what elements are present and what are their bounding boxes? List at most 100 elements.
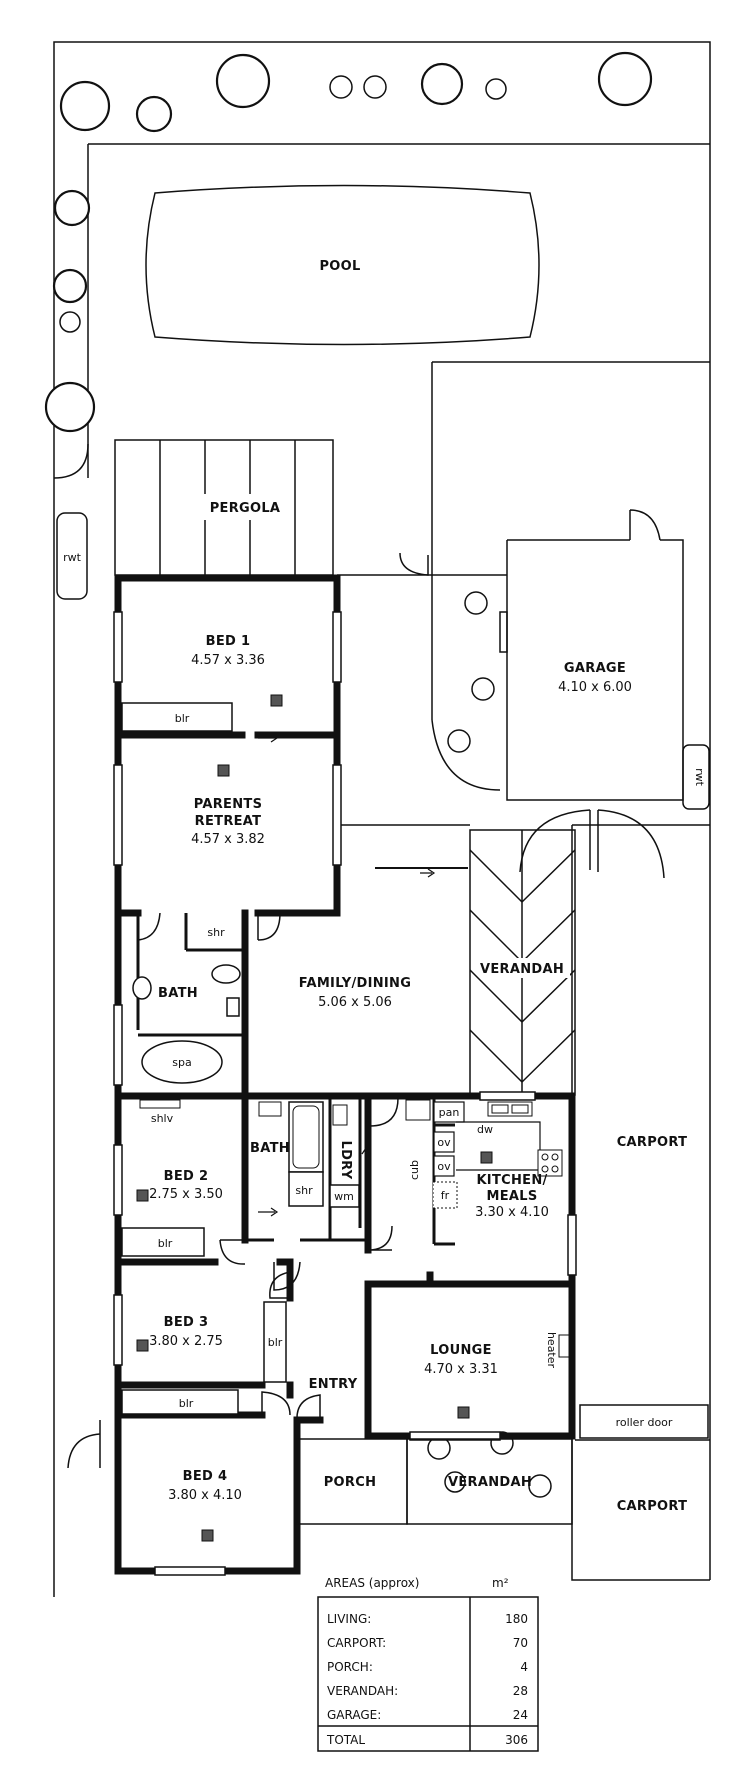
porch-verandah-outline — [296, 1438, 573, 1525]
shrub-icon — [363, 75, 387, 99]
ensuite-shower-label: shr — [207, 926, 225, 939]
bed1-label: BED 1 — [206, 634, 251, 649]
areas-total-label: TOTAL — [326, 1733, 365, 1747]
cooktop-icon — [537, 1149, 563, 1177]
bed1-dimensions: 4.57 x 3.36 — [191, 653, 265, 668]
washing-machine-label: wm — [334, 1190, 354, 1203]
heater-vent-icon — [270, 694, 283, 707]
cupboard-label: cub — [408, 1160, 421, 1180]
heater-vent-icon — [217, 764, 230, 777]
areas-row-value: 28 — [513, 1684, 528, 1698]
garage-label: GARAGE — [564, 661, 626, 676]
areas-total-value: 306 — [505, 1733, 528, 1747]
bed4-blr-label: blr — [179, 1397, 194, 1410]
heater-vent-icon — [136, 1339, 149, 1352]
bed3-label: BED 3 — [164, 1315, 209, 1330]
washing-machine — [329, 1184, 360, 1208]
bed2-blr-label: blr — [158, 1237, 173, 1250]
areas-table: AREAS (approx) m² LIVING: 180 CARPORT: 7… — [317, 1576, 539, 1752]
porch-label: PORCH — [324, 1475, 377, 1490]
bed1-blr-label: blr — [175, 712, 190, 725]
oven-2 — [433, 1155, 455, 1177]
tree-icon — [59, 80, 111, 132]
shrub-icon — [485, 78, 507, 100]
areas-row-value: 70 — [513, 1636, 528, 1650]
areas-row-value: 4 — [520, 1660, 528, 1674]
kitchen-dimensions: 3.30 x 4.10 — [475, 1205, 549, 1220]
garage-dimensions: 4.10 x 6.00 — [558, 680, 632, 695]
bed4-built-in-robe — [121, 1389, 239, 1415]
bed1-built-in-robe — [121, 702, 233, 732]
carport-label-upper: CARPORT — [617, 1135, 688, 1150]
areas-row-value: 24 — [513, 1708, 528, 1722]
side-verandah-label: VERANDAH — [480, 962, 564, 977]
pool — [145, 184, 540, 346]
heater-vent-icon — [201, 1529, 214, 1542]
pantry-label: pan — [439, 1106, 460, 1119]
fridge-label: fr — [441, 1189, 450, 1202]
areas-row-label: CARPORT: — [327, 1636, 386, 1650]
tree-icons — [44, 51, 653, 433]
doors — [67, 912, 399, 1469]
roller-door-label: roller door — [616, 1416, 673, 1429]
shrub-icon — [471, 677, 495, 701]
pantry — [433, 1101, 465, 1123]
tree-icon — [52, 268, 88, 304]
laundry-label: LDRY — [338, 1141, 353, 1180]
main-shower — [288, 1171, 324, 1207]
bed3-blr-label: blr — [268, 1336, 283, 1349]
shrub-icon — [444, 1471, 466, 1493]
family-dining-label: FAMILY/DINING — [299, 976, 411, 991]
rwt-label-right: rwt — [693, 768, 706, 787]
shrub-icon — [464, 591, 488, 615]
dishwasher-label: dw — [477, 1123, 493, 1136]
heater-vent-icon — [480, 1151, 493, 1164]
shrub-icons — [59, 75, 552, 1498]
oven-1 — [433, 1131, 455, 1153]
oven-1-label: ov — [437, 1136, 451, 1149]
tree-icon — [53, 189, 91, 227]
rwt-label-left: rwt — [63, 551, 82, 564]
areas-title: AREAS (approx) — [325, 1576, 419, 1590]
tree-icon — [44, 381, 96, 433]
basin-icon — [258, 1101, 282, 1117]
areas-row-label: VERANDAH: — [327, 1684, 398, 1698]
bed2-dimensions: 2.75 x 3.50 — [149, 1187, 223, 1202]
heater-unit — [558, 1334, 570, 1358]
areas-row-label: LIVING: — [327, 1612, 371, 1626]
parents-retreat-label-1: PARENTS — [194, 797, 263, 812]
bed3-built-in-robe — [263, 1301, 287, 1383]
shrub-icon — [59, 311, 81, 333]
toilet-icon — [132, 976, 152, 1000]
shrub-icon — [528, 1474, 552, 1498]
areas-row-value: 180 — [505, 1612, 528, 1626]
toilet-icon — [226, 997, 240, 1017]
spa-label: spa — [172, 1056, 191, 1069]
entry-label: ENTRY — [309, 1377, 358, 1392]
oven-2-label: ov — [437, 1160, 451, 1173]
bed2-shelf-label: shlv — [151, 1112, 174, 1125]
parents-retreat-dimensions: 4.57 x 3.82 — [191, 832, 265, 847]
pool-label: POOL — [319, 259, 360, 274]
spa-icon — [141, 1040, 223, 1084]
heater-label: heater — [545, 1332, 558, 1369]
tree-icon — [597, 51, 653, 107]
areas-row-label: GARAGE: — [327, 1708, 381, 1722]
bed2-label: BED 2 — [164, 1169, 209, 1184]
carport-label-lower: CARPORT — [617, 1499, 688, 1514]
kitchen-label-1: KITCHEN/ — [476, 1173, 547, 1188]
bed2-built-in-robe — [121, 1227, 205, 1257]
bed4-dimensions: 3.80 x 4.10 — [168, 1488, 242, 1503]
pergola-label: PERGOLA — [210, 501, 281, 516]
garage — [337, 509, 684, 879]
windows — [113, 611, 577, 1576]
family-dining-dimensions: 5.06 x 5.06 — [318, 995, 392, 1010]
rainwater-tank-left — [56, 512, 88, 600]
areas-row-label: PORCH: — [327, 1660, 373, 1674]
laundry-trough-icon — [332, 1104, 348, 1126]
areas-unit: m² — [492, 1576, 509, 1590]
fridge-space — [405, 1099, 431, 1121]
front-verandah-label: VERANDAH — [448, 1475, 532, 1490]
basin-icon — [211, 964, 241, 984]
